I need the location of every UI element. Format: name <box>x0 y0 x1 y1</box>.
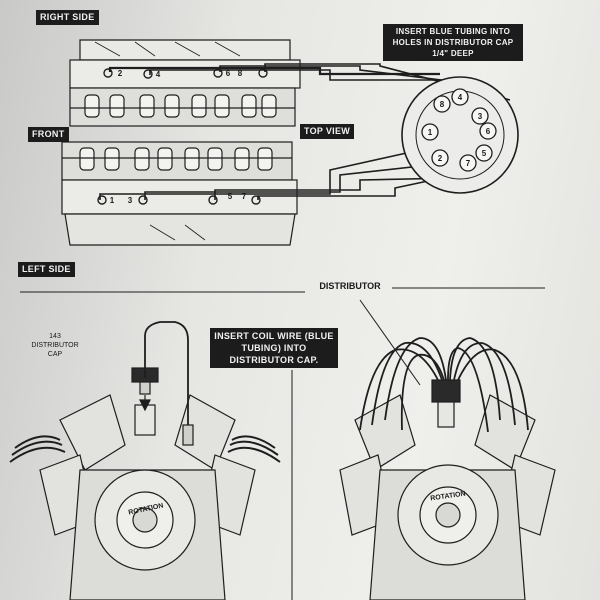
cap-num-4: 4 <box>457 93 463 102</box>
cap-num-3: 3 <box>477 112 483 121</box>
cyl-3: 3 <box>127 196 133 205</box>
cap-num-7: 7 <box>465 159 471 168</box>
cyl-4: 4 <box>155 70 161 79</box>
cap-num-2: 2 <box>437 154 443 163</box>
left-side-label: LEFT SIDE <box>18 262 75 277</box>
cyl-5: 5 <box>227 192 233 201</box>
cap-num-8: 8 <box>439 100 445 109</box>
cap-num-1: 1 <box>427 128 433 137</box>
cyl-7: 7 <box>241 192 247 201</box>
top-view-label: TOP VIEW <box>300 124 355 139</box>
insert-tubing-callout: INSERT BLUE TUBING INTO HOLES IN DISTRIB… <box>383 24 523 61</box>
distributor-label: DISTRIBUTOR <box>319 281 381 291</box>
cyl-1: 1 <box>109 196 115 205</box>
right-side-label: RIGHT SIDE <box>36 10 99 25</box>
cap-num-6: 6 <box>485 127 491 136</box>
cyl-8: 8 <box>237 69 243 78</box>
front-label: FRONT <box>28 127 69 142</box>
cyl-6: 6 <box>225 69 231 78</box>
insert-coil-callout: INSERT COIL WIRE (BLUE TUBING) INTO DIST… <box>210 328 338 368</box>
cap-num-5: 5 <box>481 149 487 158</box>
cyl-2: 2 <box>117 69 123 78</box>
cap-143-label: 143 DISTRIBUTOR CAP <box>31 333 79 358</box>
